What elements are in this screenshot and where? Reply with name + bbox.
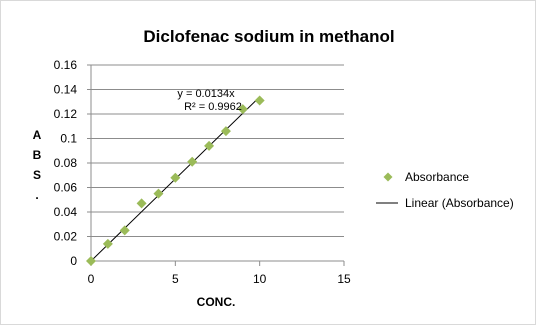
y-tick-label-4: 0.08 <box>54 156 78 170</box>
y-tick-labels: 0 0.02 0.04 0.06 0.08 0.1 0.12 0.14 0.16 <box>54 58 78 268</box>
data-point-0-0 <box>86 256 96 266</box>
legend-label-linear: Linear (Absorbance) <box>405 196 514 210</box>
data-point-0-9 <box>237 104 248 115</box>
data-point-0-1 <box>102 238 113 249</box>
data-point-0-7 <box>204 140 215 151</box>
y-tick-label-2: 0.04 <box>54 205 78 219</box>
data-point-0-10 <box>254 95 265 106</box>
trendline-r-squared: R² = 0.9962 <box>184 101 242 113</box>
x-tick-labels: 0 5 10 15 <box>88 272 351 286</box>
legend-label-absorbance: Absorbance <box>405 170 469 184</box>
y-tick-label-0: 0 <box>70 254 77 268</box>
y-tick-label-7: 0.14 <box>54 83 78 97</box>
x-tick-label-2: 10 <box>253 272 267 286</box>
x-axis-title: CONC. <box>197 295 236 309</box>
y-axis-title-char-2: S <box>33 168 41 182</box>
y-tick-label-6: 0.12 <box>54 107 78 121</box>
data-point-0-4 <box>153 188 164 199</box>
data-point-0-5 <box>170 172 181 183</box>
y-tick-label-8: 0.16 <box>54 58 78 72</box>
y-axis-title-char-0: A <box>33 128 42 142</box>
data-points <box>86 95 265 266</box>
x-tick-label-0: 0 <box>88 272 95 286</box>
y-axis-title-char-3: . <box>35 188 38 202</box>
y-tick-label-3: 0.06 <box>54 181 78 195</box>
y-axis-title: ABS. <box>33 128 42 202</box>
legend-marker-absorbance <box>383 172 393 182</box>
y-tick-label-1: 0.02 <box>54 230 78 244</box>
chart-title: Diclofenac sodium in methanol <box>143 27 394 46</box>
x-tick-label-1: 5 <box>172 272 179 286</box>
data-point-0-3 <box>136 198 147 209</box>
y-tick-label-5: 0.1 <box>60 132 77 146</box>
data-point-0-2 <box>119 225 130 236</box>
data-point-0-6 <box>187 156 198 167</box>
x-tick-label-3: 15 <box>337 272 351 286</box>
axes <box>87 64 345 266</box>
trendline-equation: y = 0.0134x <box>177 88 235 100</box>
data-point-0-8 <box>220 126 231 137</box>
y-axis-title-char-1: B <box>33 148 42 162</box>
